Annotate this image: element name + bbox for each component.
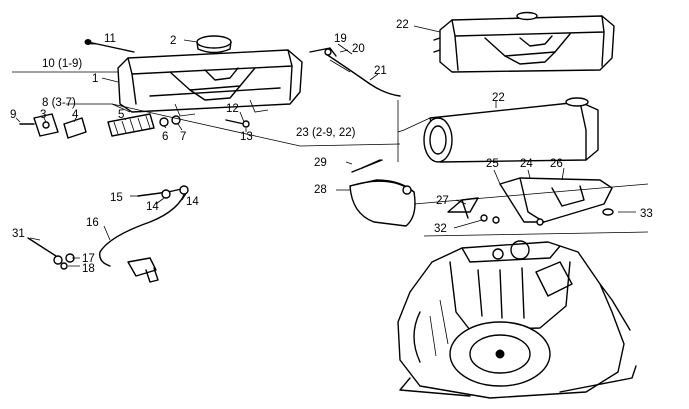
fuel-line-16 (99, 185, 189, 283)
callout-31: 31 (12, 228, 25, 240)
callout-7: 7 (180, 131, 186, 143)
callout-4: 4 (72, 109, 79, 121)
fuel-pipe-21 (309, 43, 401, 97)
callout-22-mid: 22 (492, 92, 505, 104)
fuel-tank-cylinder (423, 97, 599, 163)
callout-6: 6 (162, 131, 168, 143)
callout-9: 9 (10, 109, 16, 121)
screw-12-13 (225, 119, 250, 128)
callout-23: 23 (2-9, 22) (296, 127, 356, 139)
callout-2: 2 (170, 35, 176, 47)
fuel-cap-2 (196, 35, 232, 54)
callout-26: 26 (550, 158, 563, 170)
fittings-17-18 (27, 237, 75, 270)
callout-24: 24 (520, 158, 533, 170)
bracket-assembly (413, 177, 649, 237)
callout-25: 25 (486, 158, 499, 170)
callout-labels: 11 2 10 (1-9) 1 8 (3-7) 9 3 4 5 6 7 12 1… (10, 19, 653, 275)
callout-14-right: 14 (186, 196, 199, 208)
callout-27: 27 (436, 195, 449, 207)
fuel-tank-left (117, 49, 303, 117)
callout-3: 3 (40, 109, 46, 121)
callout-16: 16 (86, 217, 99, 229)
fuel-tank-right (433, 11, 615, 73)
callout-33: 33 (640, 208, 653, 220)
callout-5: 5 (118, 109, 124, 121)
callout-11: 11 (104, 33, 116, 45)
callout-1: 1 (92, 73, 98, 85)
callout-13: 13 (240, 131, 253, 143)
callout-32: 32 (434, 223, 447, 235)
callout-18: 18 (82, 263, 95, 275)
callout-14-left: 14 (146, 201, 159, 213)
strap-28 (349, 159, 416, 227)
fuel-cock-assembly (19, 113, 181, 139)
leader-lines (12, 25, 636, 267)
callout-10: 10 (1-9) (42, 58, 82, 70)
callout-17: 17 (82, 253, 95, 265)
callout-21: 21 (374, 65, 387, 77)
callout-28: 28 (314, 184, 327, 196)
callout-22-top: 22 (396, 19, 409, 31)
engine-block (397, 240, 637, 399)
callout-8: 8 (3-7) (42, 97, 76, 109)
callout-15: 15 (110, 192, 123, 204)
callout-29: 29 (314, 157, 327, 169)
callout-12: 12 (226, 103, 239, 115)
callout-20: 20 (352, 43, 365, 55)
callout-19: 19 (334, 33, 347, 45)
